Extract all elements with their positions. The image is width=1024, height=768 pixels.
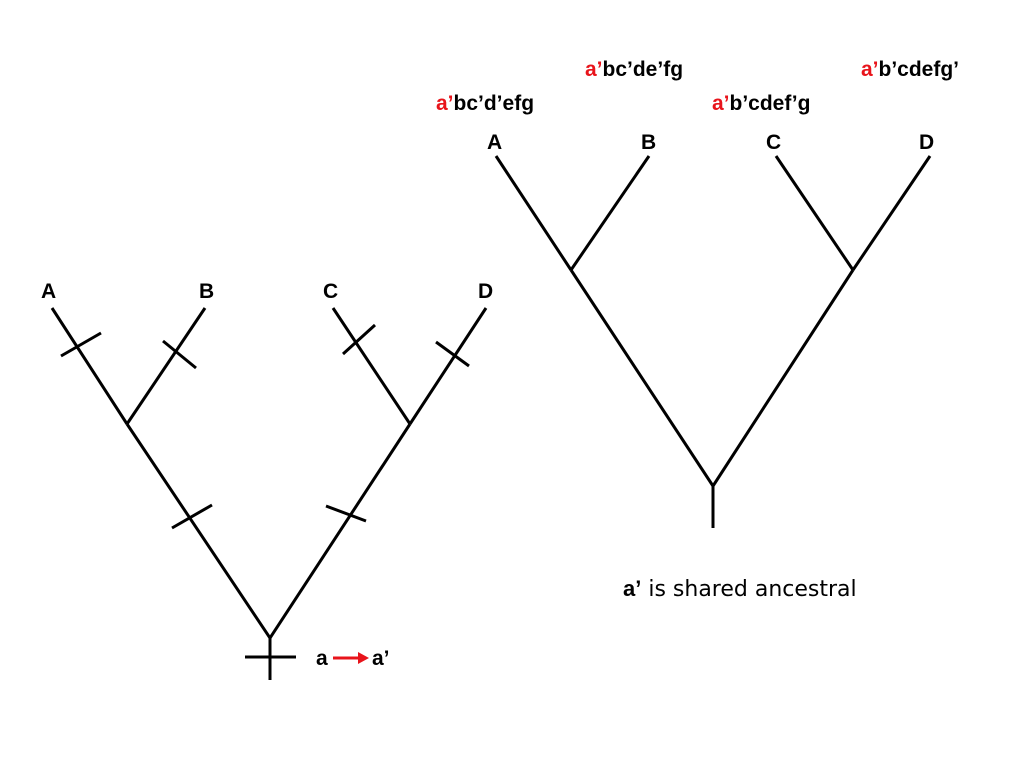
right-taxon-b: B [641, 131, 656, 154]
character-change-legend: a a’ [316, 647, 390, 670]
tick-mark-ab [171, 503, 213, 530]
right-branch-b [569, 155, 651, 271]
shared-ancestral-caption: a’ is shared ancestral [623, 576, 857, 602]
tick-mark-cd [325, 504, 367, 523]
derived-state-d: a’ [861, 58, 879, 81]
other-states-d: b’cdefg’ [879, 58, 960, 81]
tick-mark-c [341, 323, 377, 356]
right-branch-cd [711, 269, 855, 487]
tick-mark-a [60, 331, 102, 358]
left-taxon-d: D [478, 280, 493, 303]
left-taxon-b: B [199, 280, 214, 303]
character-set-a: a’bc’d’efg [436, 92, 534, 115]
left-branch-a [50, 307, 129, 425]
legend-from-state: a [316, 647, 328, 670]
left-taxon-c: C [323, 280, 338, 303]
right-taxon-d: D [919, 131, 934, 154]
right-taxon-a: A [487, 131, 502, 154]
right-branch-c [774, 155, 855, 271]
character-set-c: a’b’cdef’g [712, 92, 810, 115]
other-states-b: bc’de’fg [603, 58, 684, 81]
derived-state-c: a’ [712, 92, 730, 115]
right-taxon-c: C [766, 131, 781, 154]
right-branch-a [494, 155, 573, 271]
left-taxon-a: A [41, 280, 56, 303]
derived-state-b: a’ [585, 58, 603, 81]
other-states-c: b’cdef’g [730, 92, 811, 115]
caption-state: a’ [623, 576, 641, 601]
right-branch-d [851, 155, 932, 271]
caption-text: is shared ancestral [641, 577, 856, 602]
tick-mark-b [162, 339, 197, 370]
left-branch-cd [268, 423, 412, 639]
right-arrow-icon [333, 652, 369, 664]
character-set-d: a’b’cdefg’ [861, 58, 959, 81]
character-set-b: a’bc’de’fg [585, 58, 683, 81]
tick-mark-d [435, 340, 470, 368]
left-branch-c [331, 307, 412, 425]
left-branch-d [408, 307, 488, 425]
right-branch-ab [569, 269, 715, 487]
left-branch-ab [125, 423, 272, 639]
derived-state-a: a’ [436, 92, 454, 115]
other-states-a: bc’d’efg [454, 92, 535, 115]
legend-to-state: a’ [372, 647, 390, 670]
right-cladogram: A B C D a’bc’d’efg a’bc’de’fg a’b’cdef’g… [436, 58, 959, 602]
left-cladogram: A B C D a a’ [41, 280, 493, 680]
left-branch-b [125, 307, 207, 425]
